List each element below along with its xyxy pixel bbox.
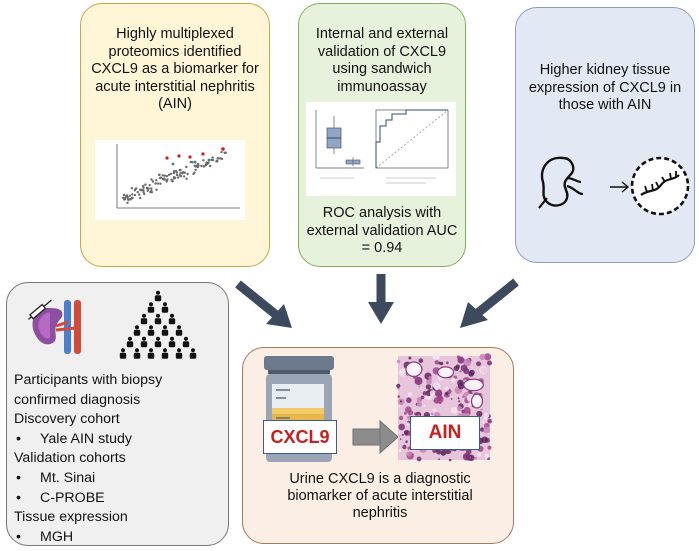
list-text: confirmed diagnosis (14, 391, 141, 408)
roc-boxplot-thumbnail (306, 102, 456, 196)
list-text: Yale AIN study (40, 430, 133, 447)
tissue-text: Higher kidney tissue expression of CXCL9… (528, 62, 682, 113)
list-text: Participants with biopsy (14, 372, 163, 388)
list-text: MGH (40, 528, 74, 545)
bullet-icon: • (16, 528, 21, 545)
validation-text: Internal and external validation of CXCL… (315, 26, 449, 95)
bullet-icon: • (16, 469, 21, 486)
list-text: C-PROBE (40, 489, 105, 506)
cxcl9-label: CXCL9 (263, 420, 337, 454)
volcano-plot-thumbnail (95, 140, 245, 220)
list-text: Mt. Sinai (40, 469, 96, 486)
cohort-list-item: • Yale AIN study (14, 430, 226, 450)
participants-list-heading: confirmed diagnosis (14, 391, 226, 411)
roc-text: ROC analysis with external validation AU… (306, 205, 458, 256)
list-text: Validation cohorts (14, 450, 126, 467)
arrow-validation-to-conclusion (368, 274, 394, 324)
proteomics-text: Highly multiplexed proteomics identified… (91, 26, 259, 112)
conclusion-text: Urine CXCL9 is a diagnostic biomarker of… (287, 471, 473, 521)
list-text: Discovery cohort (14, 411, 120, 428)
bullet-icon: • (16, 489, 21, 506)
mrna-circle-icon (630, 156, 690, 216)
participants-list-heading: Participants with biopsy (14, 371, 226, 391)
proteomics-panel (80, 3, 270, 267)
cohort-list-item: • Mt. Sinai (14, 469, 226, 489)
arrow-tissue-to-conclusion (460, 278, 519, 328)
arrow-proteomics-to-conclusion (235, 280, 292, 328)
cohort-list-item: • MGH (14, 528, 226, 548)
list-text: Tissue expression (14, 509, 128, 526)
participants-list-heading: Validation cohorts (14, 449, 226, 469)
arrow-right-icon (610, 181, 630, 193)
arrow-cxcl9-to-ain (352, 419, 399, 455)
kidney-outline-icon (538, 156, 584, 209)
cohort-list-item: • C-PROBE (14, 489, 226, 509)
participants-list: Participants with biopsy confirmed diagno… (14, 371, 226, 547)
kidney-biopsy-icon (28, 299, 81, 354)
ain-label: AIN (410, 416, 480, 450)
participants-list-heading: Tissue expression (14, 508, 226, 528)
bullet-icon: • (16, 430, 21, 447)
participants-list-heading: Discovery cohort (14, 410, 226, 430)
tissue-expression-panel (515, 7, 695, 263)
people-pyramid-icon (119, 290, 197, 359)
